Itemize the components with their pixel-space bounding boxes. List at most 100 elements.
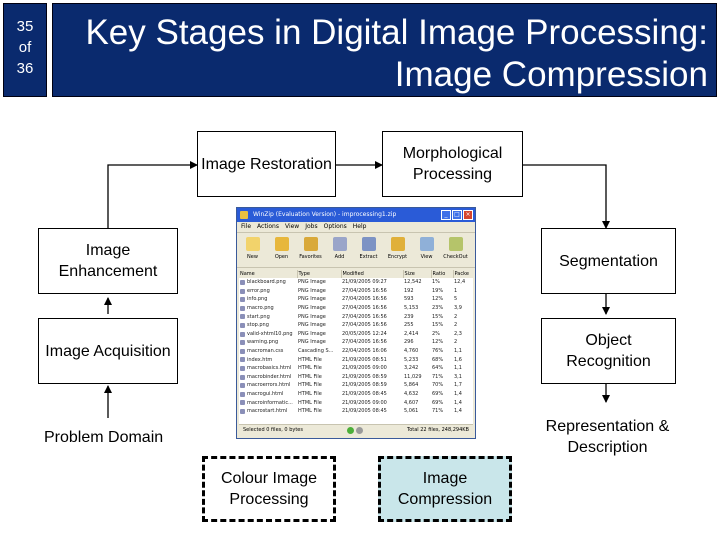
file-cell: HTML File bbox=[298, 356, 322, 363]
column-header[interactable]: Ratio bbox=[431, 270, 454, 278]
file-cell: macroinformatic... bbox=[239, 398, 297, 407]
file-cell: 70% bbox=[432, 382, 444, 389]
file-cell: 2% bbox=[432, 330, 440, 337]
stage-image-restoration: Image Restoration bbox=[197, 131, 336, 197]
file-cell: info.png bbox=[239, 295, 297, 304]
file-cell: 27/04/2005 16:56 bbox=[342, 305, 387, 312]
file-cell: HTML File bbox=[298, 391, 322, 398]
menu-options[interactable]: Options bbox=[323, 223, 347, 230]
file-cell: macrobasics.html bbox=[239, 364, 297, 373]
file-cell: 3,242 bbox=[404, 365, 419, 372]
file-cell: 71% bbox=[432, 408, 444, 415]
stage-image-enhancement: Image Enhancement bbox=[38, 228, 178, 294]
menu-help[interactable]: Help bbox=[352, 223, 367, 230]
file-cell: 2 bbox=[454, 313, 458, 320]
file-cell: 68% bbox=[432, 356, 444, 363]
file-cell: 5,233 bbox=[404, 356, 419, 363]
file-cell: 23% bbox=[432, 305, 444, 312]
file-cell: macrogui.html bbox=[239, 390, 297, 399]
toolbar-extract-button[interactable]: Extract bbox=[355, 235, 382, 265]
toolbar-checkout-button[interactable]: CheckOut bbox=[442, 235, 469, 265]
file-cell: PNG Image bbox=[298, 296, 326, 303]
file-cell: macro.png bbox=[239, 304, 297, 313]
file-cell: PNG Image bbox=[298, 287, 326, 294]
stage-representation-description: Representation & Description bbox=[545, 418, 670, 456]
file-cell: 2 bbox=[454, 322, 458, 329]
file-cell: 593 bbox=[404, 296, 414, 303]
menu-file[interactable]: File bbox=[241, 223, 252, 230]
file-cell: 4,607 bbox=[404, 399, 419, 406]
toolbar-view-button[interactable]: View bbox=[413, 235, 440, 265]
file-cell: 27/04/2005 16:56 bbox=[342, 313, 387, 320]
toolbar-new-button[interactable]: New bbox=[239, 235, 266, 265]
menu-jobs[interactable]: Jobs bbox=[305, 223, 318, 230]
file-cell: 12,542 bbox=[404, 279, 422, 286]
file-cell: 12,4 bbox=[454, 279, 466, 286]
file-cell: 5,864 bbox=[404, 382, 419, 389]
file-cell: 1 bbox=[454, 287, 458, 294]
slide-counter-total: 36 bbox=[16, 60, 34, 77]
menu-view[interactable]: View bbox=[284, 223, 300, 230]
column-header[interactable]: Type bbox=[297, 270, 342, 278]
new-archive-icon bbox=[245, 237, 260, 251]
slide-title: Key Stages in Digital Image Processing: … bbox=[85, 12, 708, 96]
file-cell: 3,9 bbox=[454, 305, 462, 312]
file-cell: 2,3 bbox=[454, 330, 462, 337]
toolbar-favorites-button[interactable]: Favorites bbox=[297, 235, 324, 265]
file-cell: stop.png bbox=[239, 321, 297, 330]
slide-header: 35 of 36 Key Stages in Digital Image Pro… bbox=[0, 0, 720, 100]
slide-counter-of: of bbox=[18, 39, 32, 56]
file-cell: 1,4 bbox=[454, 391, 462, 398]
column-header[interactable]: Size bbox=[403, 270, 432, 278]
toolbar-add-button[interactable]: Add bbox=[326, 235, 353, 265]
file-cell: HTML File bbox=[298, 382, 322, 389]
stage-segmentation: Segmentation bbox=[541, 228, 676, 294]
file-cell: 71% bbox=[432, 373, 444, 380]
file-cell: 12% bbox=[432, 296, 444, 303]
maximize-icon[interactable]: □ bbox=[452, 210, 462, 220]
file-cell: PNG Image bbox=[298, 330, 326, 337]
stage-colour-image-processing: Colour Image Processing bbox=[202, 456, 336, 522]
folder-open-icon bbox=[274, 237, 289, 251]
stage-morphological-processing: Morphological Processing bbox=[382, 131, 523, 197]
file-cell: 19% bbox=[432, 287, 444, 294]
column-header[interactable]: Packe bbox=[453, 270, 473, 278]
file-cell: 21/09/2005 08:59 bbox=[342, 373, 387, 380]
minimize-icon[interactable]: _ bbox=[441, 210, 451, 220]
problem-domain-label: Problem Domain bbox=[44, 429, 164, 446]
file-cell: 296 bbox=[404, 339, 414, 346]
toolbar-encrypt-button[interactable]: Encrypt bbox=[384, 235, 411, 265]
file-cell: 1,4 bbox=[454, 399, 462, 406]
file-cell: 15% bbox=[432, 313, 444, 320]
column-header[interactable]: Modified bbox=[341, 270, 404, 278]
file-cell: start.png bbox=[239, 312, 297, 321]
file-cell: 5,153 bbox=[404, 305, 419, 312]
file-cell: PNG Image bbox=[298, 305, 326, 312]
file-cell: macroman.css bbox=[239, 347, 297, 356]
toolbar-open-button[interactable]: Open bbox=[268, 235, 295, 265]
file-cell: 1,4 bbox=[454, 408, 462, 415]
menu-actions[interactable]: Actions bbox=[257, 223, 279, 230]
close-icon[interactable]: × bbox=[463, 210, 473, 220]
status-grey-light-icon bbox=[355, 427, 363, 434]
file-cell: 21/09/2005 09:00 bbox=[342, 399, 387, 406]
file-cell: PNG Image bbox=[298, 322, 326, 329]
slide-title-line1: Key Stages in Digital Image Processing: bbox=[85, 13, 708, 52]
column-header[interactable]: Name bbox=[239, 270, 298, 278]
